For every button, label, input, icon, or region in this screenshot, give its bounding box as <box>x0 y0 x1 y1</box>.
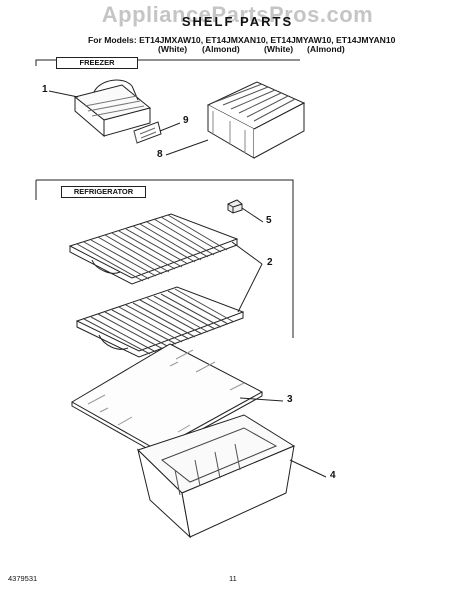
wire-shelf-lower <box>77 287 243 357</box>
variant-label: (White) <box>264 44 294 54</box>
callout-8: 8 <box>157 149 163 160</box>
freezer-shelf <box>208 82 304 158</box>
leader-9 <box>160 123 180 131</box>
leader-3 <box>240 398 283 401</box>
page-number: 11 <box>229 574 237 583</box>
leader-4 <box>290 460 326 477</box>
watermark: AppliancePartsPros.com <box>101 2 374 27</box>
freezer-section-label: FREEZER <box>56 57 138 69</box>
leader-5 <box>242 208 263 222</box>
variant-label: (Almond) <box>307 44 345 54</box>
page-title: SHELF PARTS <box>181 14 294 29</box>
document-part-number: 4379531 <box>8 574 38 583</box>
leader-2a <box>232 242 262 264</box>
crisper-drawer <box>138 415 294 537</box>
callout-5: 5 <box>266 215 272 226</box>
callout-1: 1 <box>42 84 48 95</box>
callout-4: 4 <box>330 470 336 481</box>
leader-8 <box>166 140 208 155</box>
freezer-bin <box>75 80 150 136</box>
leader-2b <box>238 264 262 312</box>
models-line: For Models: ET14JMXAW10, ET14JMXAN10, ET… <box>88 35 396 45</box>
callout-9: 9 <box>183 115 189 126</box>
shelf-clip <box>228 200 242 213</box>
bracket-part <box>134 122 161 143</box>
callout-2: 2 <box>267 257 273 268</box>
variant-label: (White) <box>158 44 188 54</box>
variant-label: (Almond) <box>202 44 240 54</box>
freezer-frame <box>36 60 300 66</box>
leader-1 <box>49 91 78 97</box>
leader-lines <box>49 91 326 477</box>
refrigerator-frame <box>36 180 293 338</box>
refrigerator-section-label: REFRIGERATOR <box>61 186 146 198</box>
wire-shelf-upper <box>70 214 237 284</box>
callout-3: 3 <box>287 394 293 405</box>
